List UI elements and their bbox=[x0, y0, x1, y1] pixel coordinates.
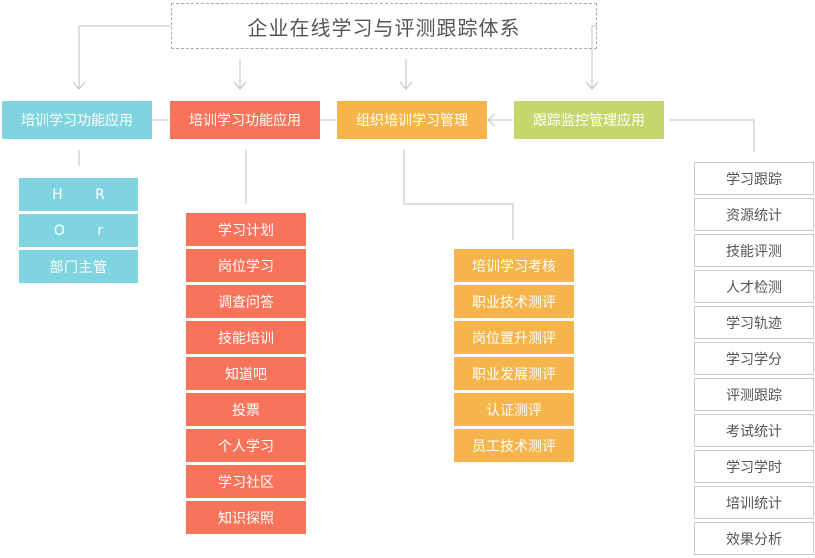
node-coral: 技能培训 bbox=[186, 321, 306, 354]
arrowhead-3 bbox=[399, 81, 413, 90]
node-grey: 学习跟踪 bbox=[694, 162, 814, 195]
header-organization-management: 组织培训学习管理 bbox=[337, 101, 487, 139]
node-coral: 知道吧 bbox=[186, 357, 306, 390]
node-grey: 学习学分 bbox=[694, 342, 814, 375]
node-amber: 认证测评 bbox=[454, 393, 574, 426]
diagram-title: 企业在线学习与评测跟踪体系 bbox=[171, 3, 597, 49]
node-amber: 培训学习考核 bbox=[454, 249, 574, 282]
node-department-head: 部门主管 bbox=[19, 250, 138, 283]
node-coral: 调查问答 bbox=[186, 285, 306, 318]
arrowhead-1 bbox=[72, 81, 86, 90]
grey-column: 学习跟踪 资源统计 技能评测 人才检测 学习轨迹 学习学分 评测跟踪 考试统计 … bbox=[694, 162, 814, 558]
node-grey: 人才检测 bbox=[694, 270, 814, 303]
node-or: O r bbox=[19, 214, 138, 247]
connector-title-to-header-1 bbox=[78, 25, 171, 88]
connector-title-to-header-4 bbox=[591, 25, 597, 88]
teal-column: H R O r 部门主管 bbox=[19, 178, 138, 286]
node-grey: 培训统计 bbox=[694, 486, 814, 519]
node-grey: 技能评测 bbox=[694, 234, 814, 267]
node-coral: 学习计划 bbox=[186, 213, 306, 246]
header-training-functions-2: 培训学习功能应用 bbox=[170, 101, 320, 139]
node-coral: 投票 bbox=[186, 393, 306, 426]
connector-amber-column bbox=[403, 150, 514, 240]
node-coral: 知识探照 bbox=[186, 501, 306, 534]
arrowhead-2 bbox=[233, 81, 247, 90]
node-grey: 学习学时 bbox=[694, 450, 814, 483]
arrowhead-left bbox=[487, 113, 496, 127]
node-coral: 学习社区 bbox=[186, 465, 306, 498]
node-amber: 员工技术测评 bbox=[454, 429, 574, 462]
node-amber: 职业技术测评 bbox=[454, 285, 574, 318]
node-grey: 效果分析 bbox=[694, 522, 814, 555]
arrowhead-4 bbox=[585, 81, 599, 90]
amber-column: 培训学习考核 职业技术测评 岗位置升测评 职业发展测评 认证测评 员工技术测评 bbox=[454, 249, 574, 465]
node-hr: H R bbox=[19, 178, 138, 211]
connector-grey-column bbox=[670, 119, 755, 152]
node-amber: 岗位置升测评 bbox=[454, 321, 574, 354]
coral-column: 学习计划 岗位学习 调查问答 技能培训 知道吧 投票 个人学习 学习社区 知识探… bbox=[186, 213, 306, 537]
node-coral: 个人学习 bbox=[186, 429, 306, 462]
node-coral: 岗位学习 bbox=[186, 249, 306, 282]
node-grey: 考试统计 bbox=[694, 414, 814, 447]
header-training-functions-1: 培训学习功能应用 bbox=[2, 101, 152, 139]
node-amber: 职业发展测评 bbox=[454, 357, 574, 390]
node-grey: 学习轨迹 bbox=[694, 306, 814, 339]
node-grey: 评测跟踪 bbox=[694, 378, 814, 411]
node-grey: 资源统计 bbox=[694, 198, 814, 231]
header-tracking-monitoring: 跟踪监控管理应用 bbox=[514, 101, 664, 139]
